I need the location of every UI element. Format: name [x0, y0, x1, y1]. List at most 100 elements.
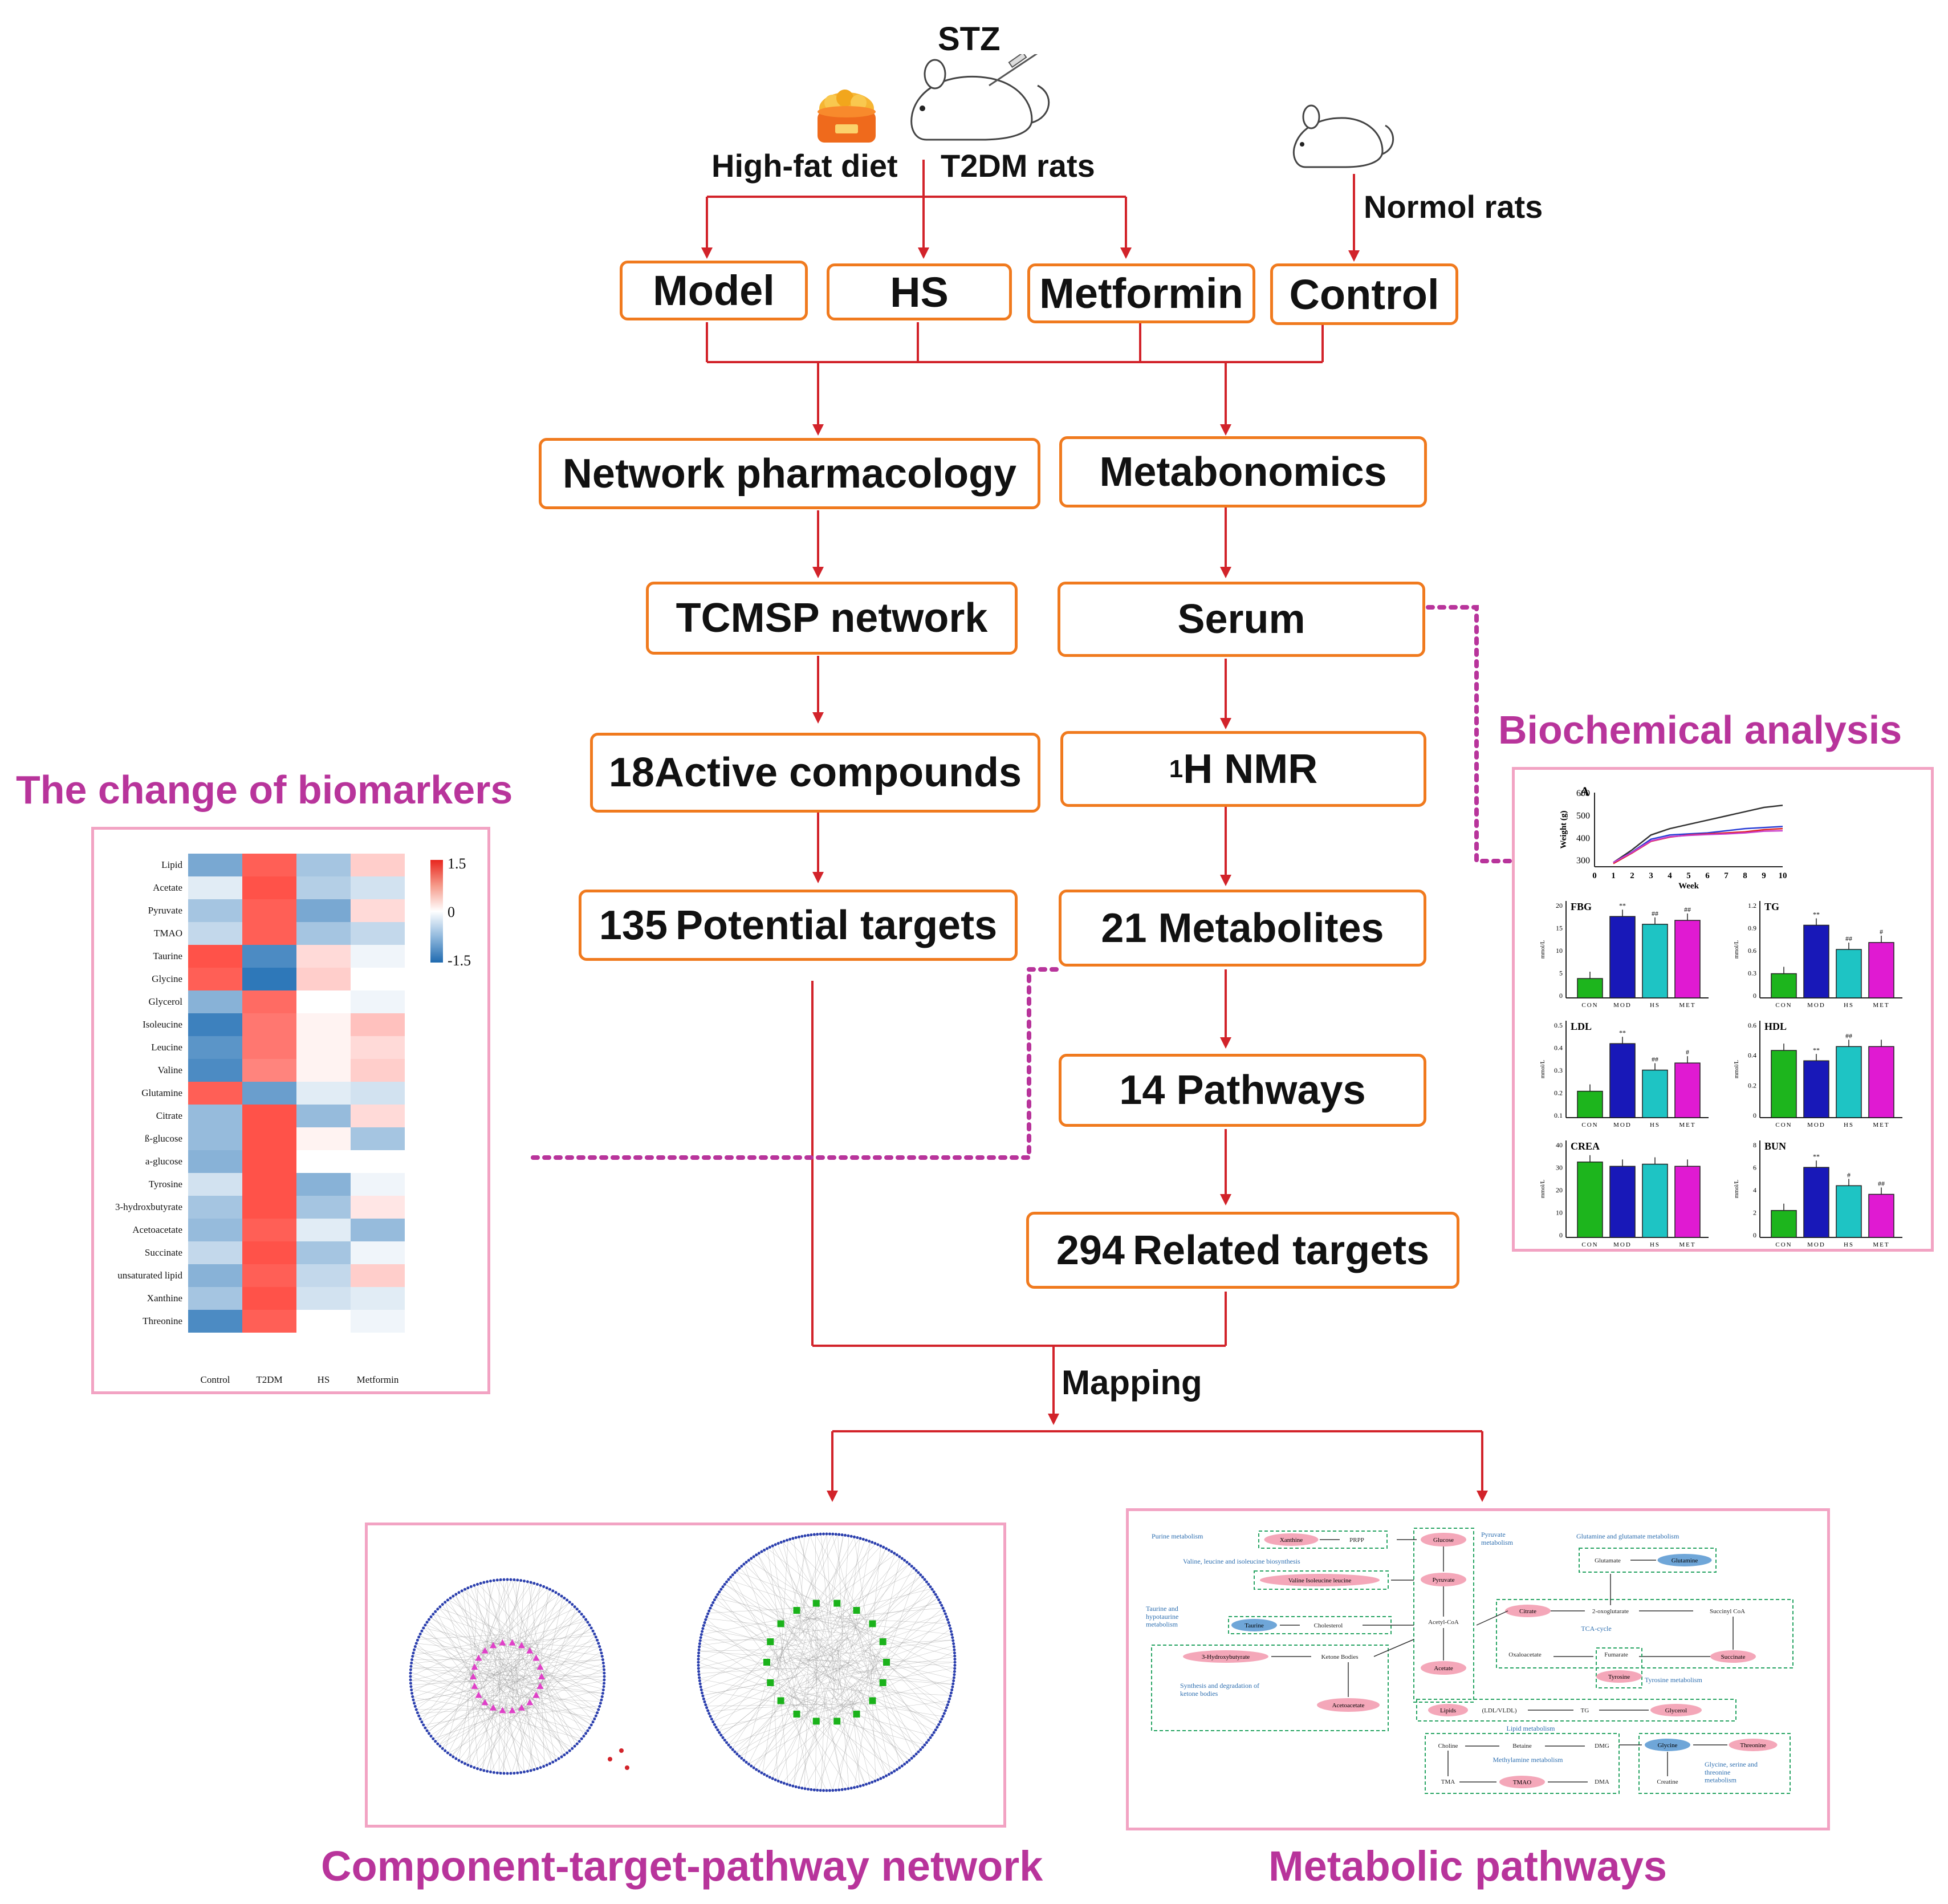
- network-node: [849, 1534, 853, 1538]
- network-edge: [721, 1588, 839, 1684]
- network-edge: [856, 1618, 891, 1773]
- heatmap-cell: [242, 1310, 297, 1333]
- network-node: [573, 1744, 576, 1748]
- network-node: [422, 1626, 425, 1630]
- bar: [1674, 1166, 1701, 1238]
- network-node: [757, 1769, 761, 1773]
- network-edge: [411, 1649, 528, 1665]
- network-edge: [701, 1636, 853, 1690]
- network-edge: [445, 1602, 475, 1686]
- stz-label: STZ: [938, 21, 1001, 58]
- weight-x-tick: 10: [1779, 871, 1787, 880]
- network-edge: [425, 1641, 496, 1729]
- network-node: [420, 1720, 424, 1724]
- t2dm-label: T2DM rats: [941, 148, 1095, 184]
- network-edge: [811, 1540, 865, 1686]
- network-node: [871, 1780, 874, 1784]
- network-node: [529, 1769, 532, 1772]
- bar: [1803, 1167, 1829, 1238]
- network-node: [429, 1735, 433, 1738]
- network-node: [424, 1623, 427, 1627]
- heatmap-cell: [188, 1036, 243, 1059]
- network-edge: [801, 1623, 949, 1686]
- network-node: [413, 1645, 417, 1648]
- network-node: [953, 1658, 957, 1661]
- tcmsp-network-box: TCMSP network: [646, 582, 1018, 655]
- metabolite-label: Valine Isoleucine leucine: [1288, 1577, 1352, 1584]
- bar-y-tick: 40: [1556, 1141, 1563, 1149]
- network-node: [946, 1618, 949, 1621]
- network-edge: [699, 1651, 804, 1679]
- network-node: [506, 1772, 509, 1775]
- network-edge: [482, 1579, 508, 1657]
- network-edge: [497, 1580, 520, 1691]
- network-node: [763, 1548, 766, 1552]
- network-edge: [835, 1618, 949, 1624]
- network-node: [502, 1578, 506, 1581]
- network-node: [434, 1610, 437, 1613]
- network-node: [953, 1667, 957, 1670]
- heatmap-cell: [242, 1036, 297, 1059]
- network-node: [882, 1545, 885, 1549]
- network-node: [473, 1766, 476, 1769]
- network-node: [849, 1787, 853, 1790]
- pathway-name: metabolism: [1146, 1621, 1178, 1629]
- network-hub: [763, 1659, 770, 1666]
- network-node: [698, 1676, 701, 1679]
- network-node: [706, 1709, 710, 1712]
- bar-unit-label: mmol/L: [1734, 1180, 1740, 1198]
- network-edge: [776, 1649, 788, 1785]
- network-node: [865, 1783, 868, 1786]
- heatmap-cell: [351, 854, 405, 877]
- network-node: [882, 1776, 885, 1779]
- bar-group-tick: MET: [1679, 1241, 1695, 1248]
- metabolite-label: Lipids: [1440, 1707, 1456, 1714]
- network-node: [729, 1745, 733, 1749]
- network-edge: [472, 1584, 479, 1681]
- network-edge: [799, 1537, 843, 1694]
- network-node: [591, 1629, 595, 1633]
- bar-sig: #: [1847, 1171, 1851, 1179]
- bar-y-tick: 6: [1753, 1164, 1756, 1172]
- network-edge: [786, 1658, 922, 1749]
- network-node: [526, 1580, 529, 1584]
- bar-y-tick: 0.3: [1748, 969, 1756, 977]
- network-node: [412, 1651, 415, 1655]
- network-edge: [522, 1582, 533, 1665]
- network-edge: [412, 1659, 497, 1712]
- network-node: [697, 1661, 700, 1664]
- metabolite-label: Tyrosine: [1608, 1674, 1630, 1680]
- network-hub: [509, 1707, 516, 1714]
- network-node: [936, 1596, 939, 1599]
- metabolite-label: Glycerol: [1665, 1707, 1687, 1714]
- network-edge: [843, 1624, 955, 1651]
- metabolite-label: Acetyl-CoA: [1428, 1619, 1459, 1626]
- network-edge: [428, 1654, 523, 1732]
- heatmap-cell: [351, 1310, 405, 1333]
- network-pharmacology-box: Network pharmacology: [539, 438, 1040, 509]
- network-node: [879, 1777, 883, 1780]
- network-node: [571, 1603, 574, 1606]
- metabolite-label: Choline: [1438, 1743, 1458, 1749]
- biomarkers-title: The change of biomarkers: [16, 768, 513, 812]
- network-node: [779, 1541, 783, 1544]
- network-edge: [448, 1647, 502, 1754]
- network-node: [735, 1752, 739, 1756]
- bar-group-tick: CON: [1775, 1241, 1792, 1248]
- network-node: [929, 1585, 932, 1589]
- network-edge: [467, 1693, 471, 1767]
- network-edge: [699, 1625, 855, 1646]
- heatmap-row-label: Glutamine: [141, 1087, 182, 1098]
- network-node: [914, 1569, 918, 1572]
- network-hub: [869, 1620, 876, 1627]
- network-edge: [515, 1667, 604, 1716]
- network-edge: [483, 1695, 601, 1702]
- network-node: [601, 1658, 604, 1661]
- heatmap-cell: [351, 1173, 405, 1196]
- network-node: [413, 1705, 417, 1708]
- network-node: [887, 1548, 890, 1552]
- network-node: [707, 1712, 711, 1715]
- network-node: [800, 1787, 804, 1790]
- network-node: [600, 1695, 604, 1698]
- network-node: [460, 1760, 463, 1764]
